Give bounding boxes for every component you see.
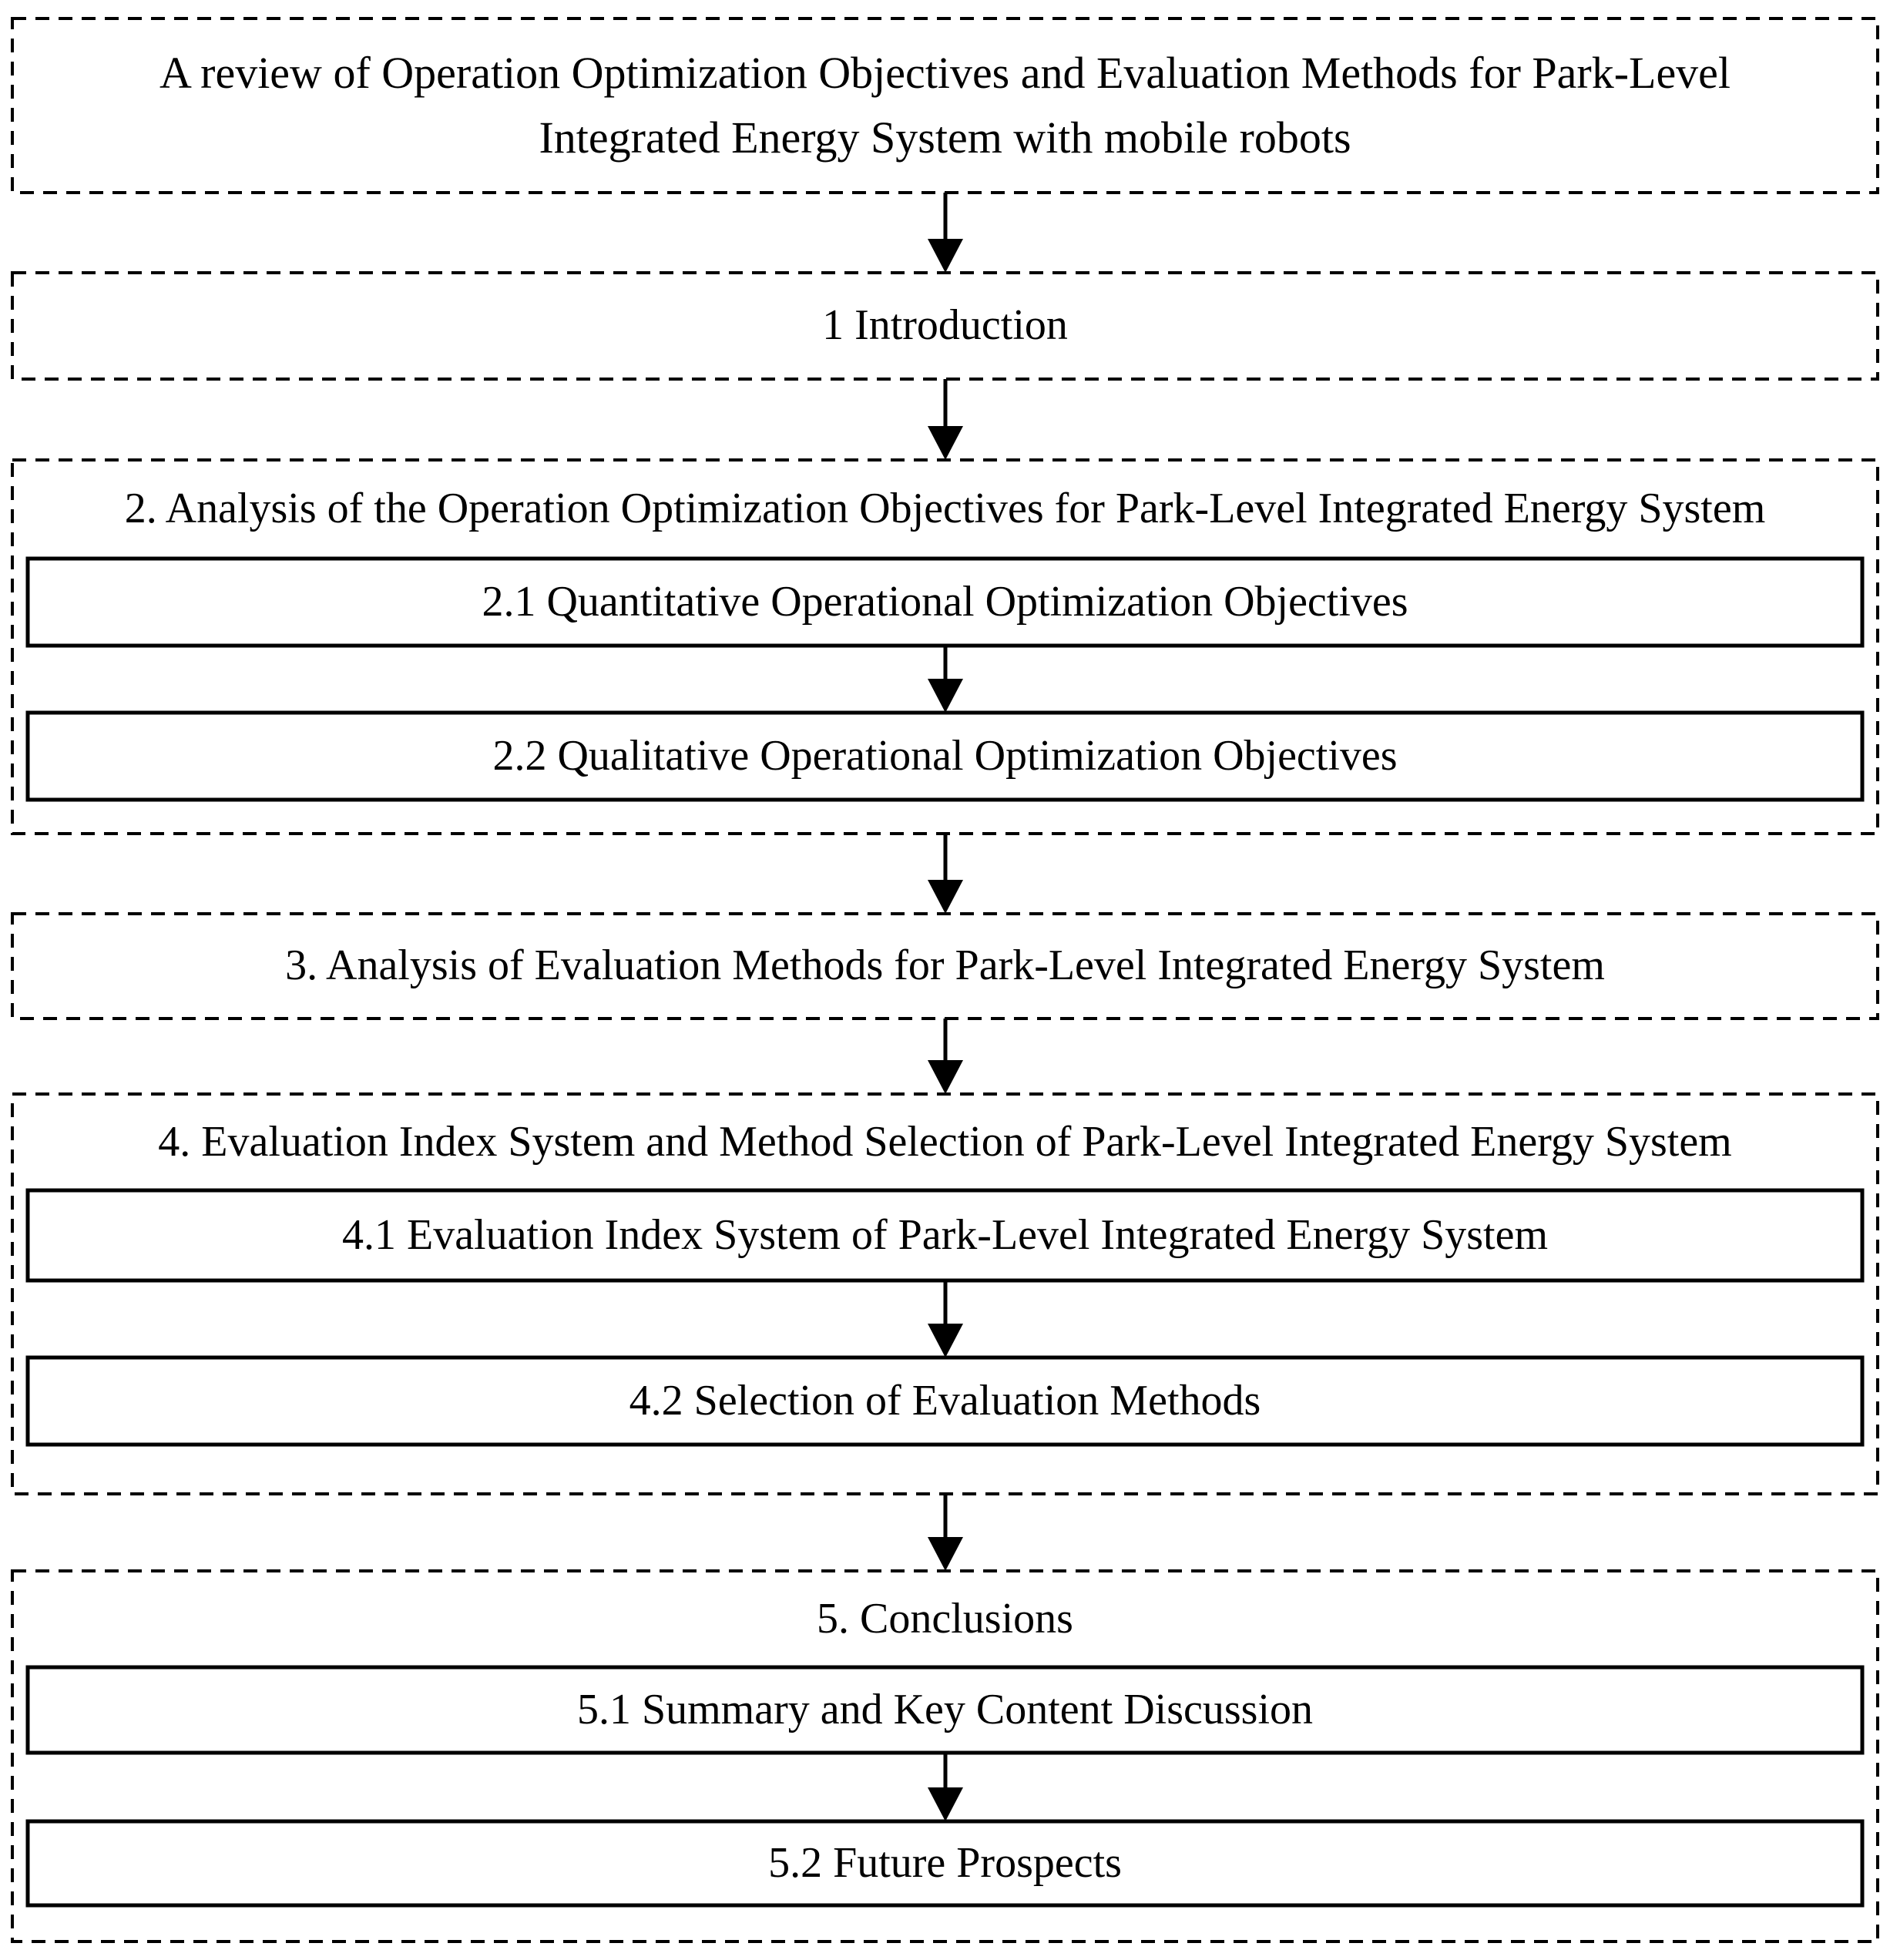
section5-heading: 5. Conclusions (817, 1594, 1073, 1643)
section2-2-label: 2.2 Qualitative Operational Optimization… (492, 731, 1398, 780)
section4-2-label: 4.2 Selection of Evaluation Methods (629, 1376, 1261, 1425)
section5-box-border (11, 1569, 1879, 1943)
paper-title-line2: Integrated Energy System with mobile rob… (539, 112, 1351, 163)
section5-2-box-border (25, 1819, 1865, 1908)
arrow-title-to-introduction-icon (928, 193, 963, 273)
arrow-section4-to-section5-icon (928, 1494, 963, 1571)
section2-heading: 2. Analysis of the Operation Optimizatio… (124, 485, 1766, 533)
introduction-label: 1 Introduction (822, 301, 1068, 350)
section5-2-label: 5.2 Future Prospects (768, 1838, 1122, 1887)
paper-title-line1: A review of Operation Optimization Objec… (159, 47, 1731, 98)
section5-1-label: 5.1 Summary and Key Content Discussion (576, 1685, 1314, 1733)
arrow-section3-to-section4-icon (928, 1019, 963, 1094)
section2-2-box-border (25, 710, 1865, 802)
arrow-section4-1-to-4-2-icon (928, 1280, 963, 1358)
section5-1-box-border (25, 1665, 1865, 1755)
paper-title: A review of Operation Optimization Objec… (12, 18, 1878, 193)
section3-label: 3. Analysis of Evaluation Methods for Pa… (285, 941, 1605, 990)
arrow-section5-1-to-5-2-icon (928, 1753, 963, 1821)
section4-1-box-border (25, 1188, 1865, 1283)
section4-2-box-border (25, 1355, 1865, 1447)
introduction-box-border (11, 271, 1879, 381)
arrow-introduction-to-section2-icon (928, 379, 963, 460)
arrow-section2-1-to-2-2-icon (928, 646, 963, 713)
section4-heading: 4. Evaluation Index System and Method Se… (158, 1117, 1732, 1166)
section4-1-label: 4.1 Evaluation Index System of Park-Leve… (341, 1210, 1549, 1259)
arrow-section2-to-section3-icon (928, 834, 963, 914)
section2-1-label: 2.1 Quantitative Operational Optimizatio… (482, 577, 1408, 626)
